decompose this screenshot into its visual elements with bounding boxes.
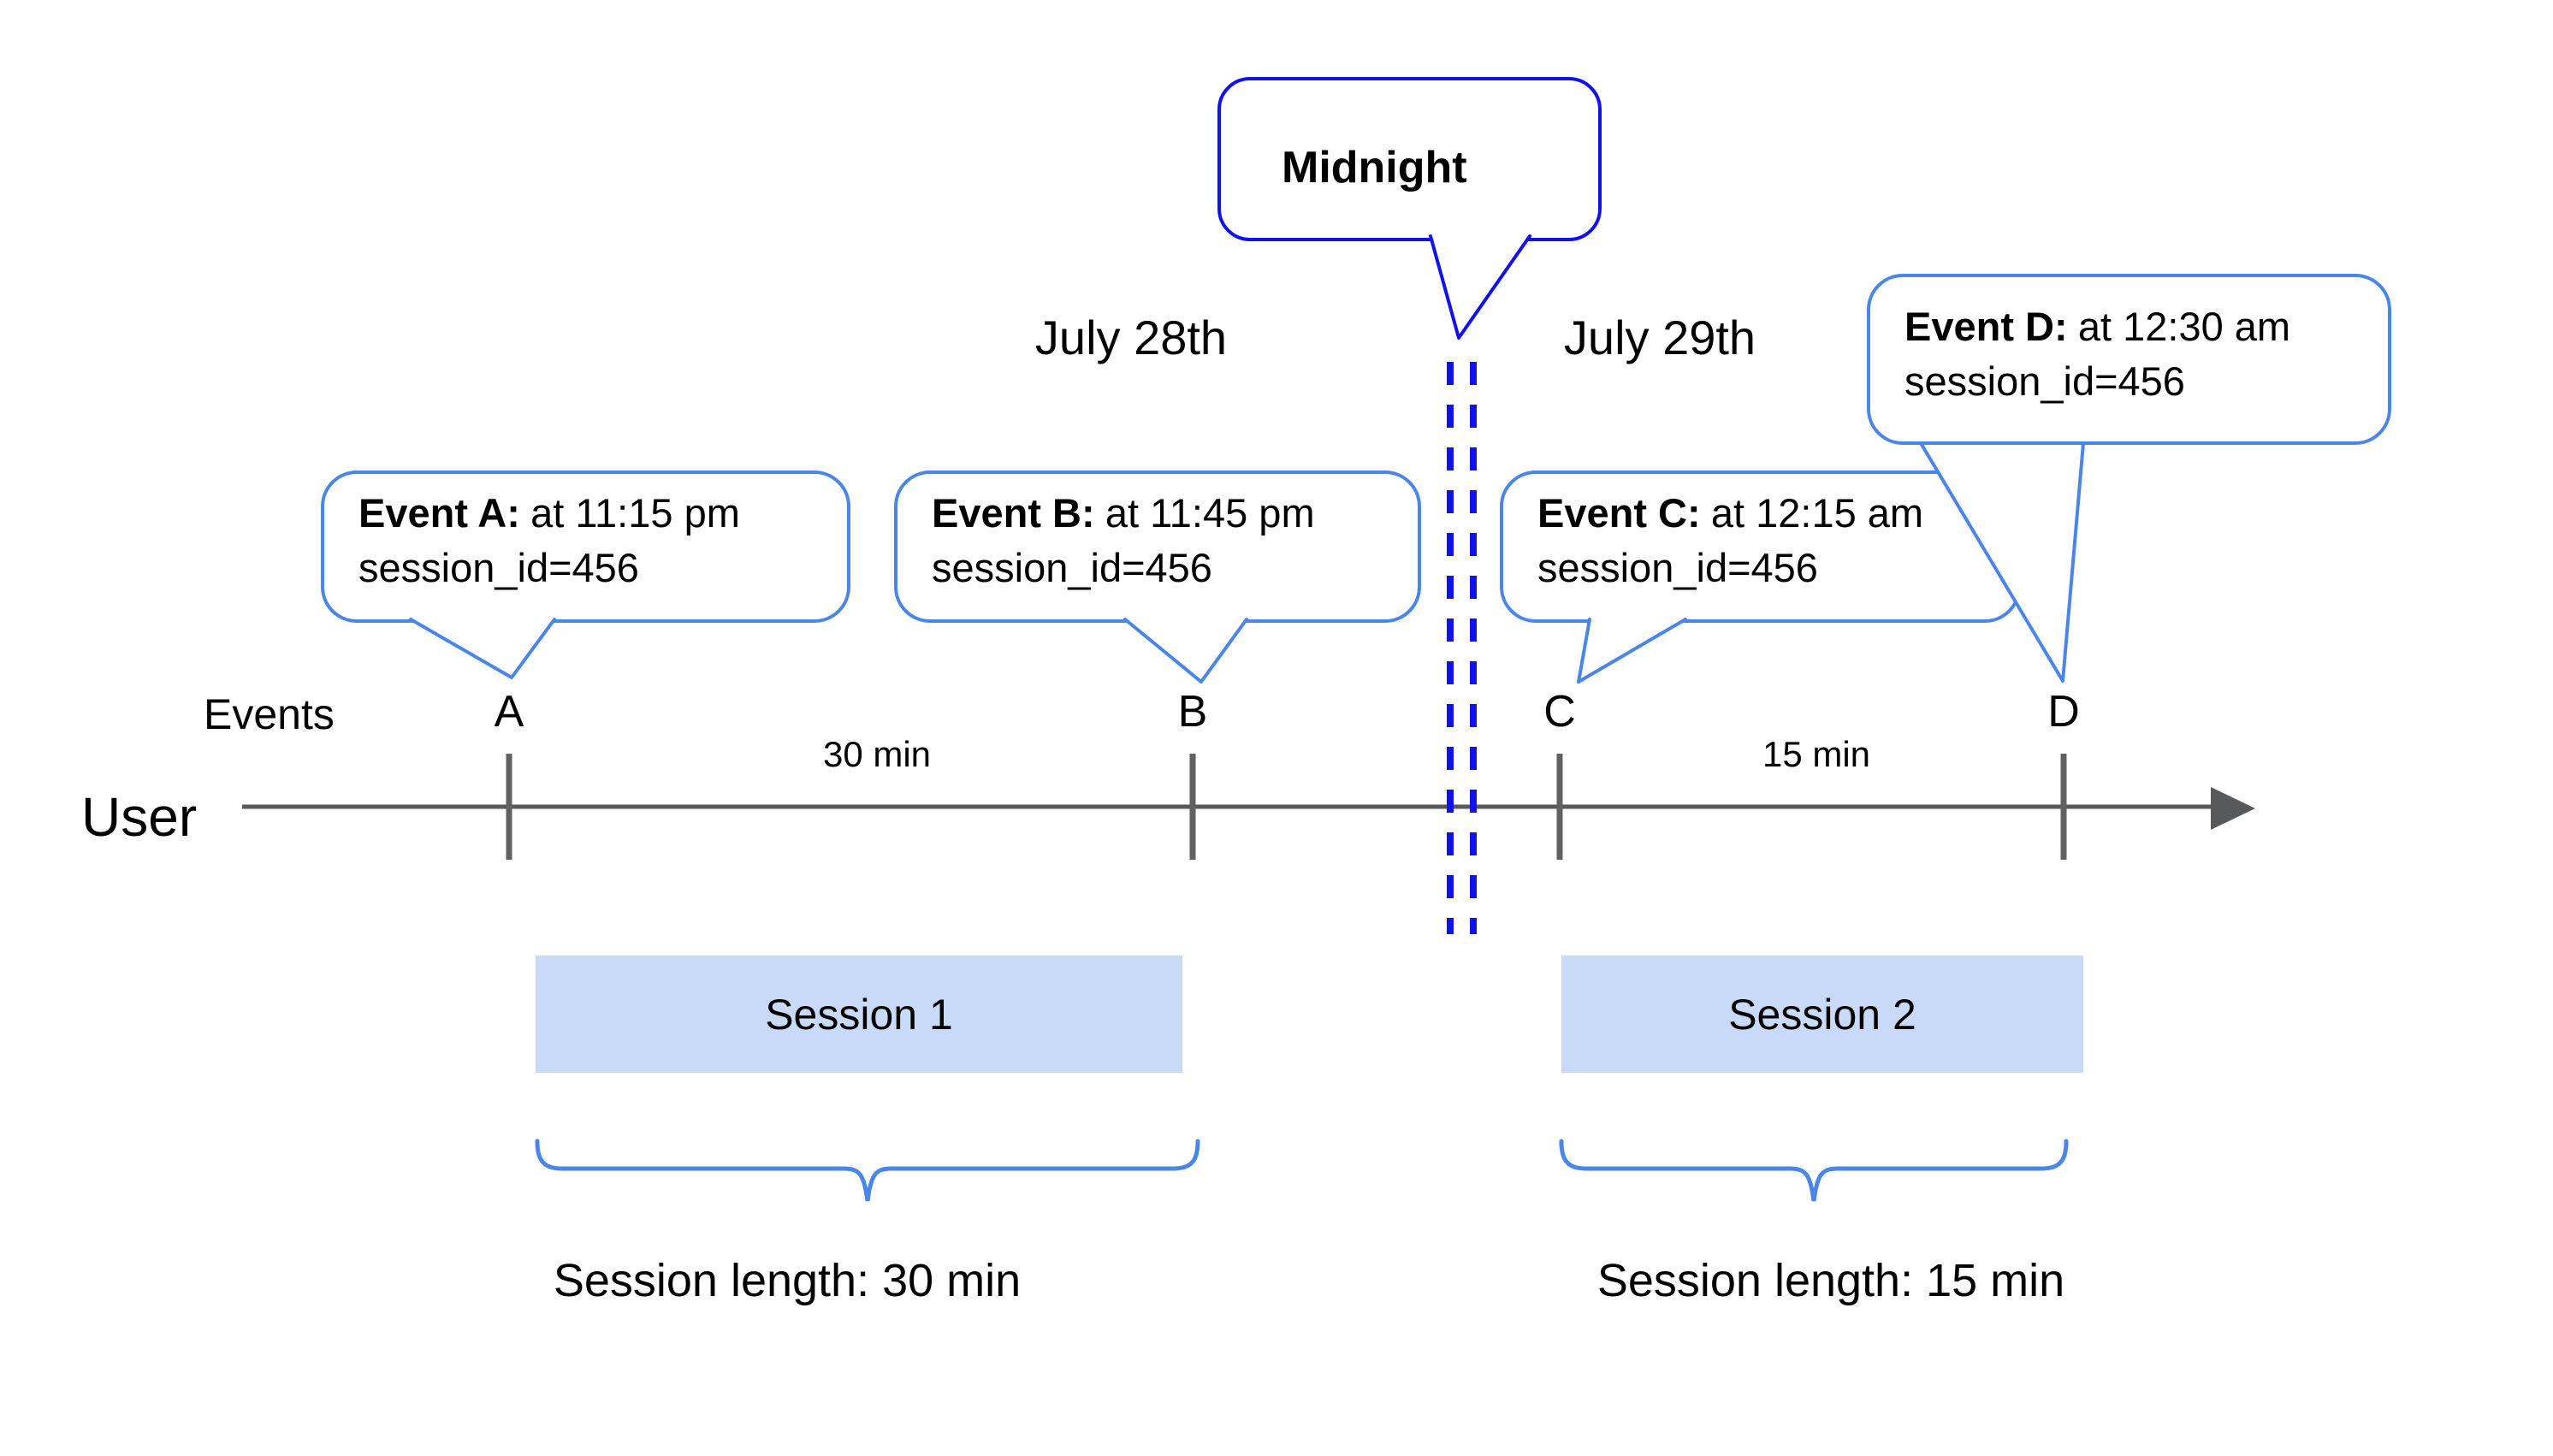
session-2-label: Session 2 <box>1728 990 1916 1039</box>
event-a-line2: session_id=456 <box>358 545 639 590</box>
midnight-bubble-tail <box>1429 234 1531 340</box>
session-2-box: Session 2 <box>1561 956 2083 1073</box>
event-d-line1: Event D:at 12:30 am <box>1904 304 2291 349</box>
timeline-arrowhead-icon <box>2211 787 2255 830</box>
event-d-bubble-text: Event D:at 12:30 am session_id=456 <box>1904 299 2290 409</box>
date-july-28: July 28th <box>1034 311 1228 364</box>
session-1-box: Session 1 <box>536 956 1182 1073</box>
session-2-brace <box>1559 1139 2069 1202</box>
event-a-bubble-text: Event A:at 11:15 pm session_id=456 <box>358 486 740 595</box>
event-c-bubble-text: Event C:at 12:15 am session_id=456 <box>1537 486 1923 595</box>
midnight-label: Midnight <box>1282 143 1467 192</box>
interval-15min-label: 15 min <box>1762 734 1871 774</box>
event-a-line1: Event A:at 11:15 pm <box>358 490 740 536</box>
event-b-bubble-tail <box>1123 618 1248 684</box>
midnight-bubble <box>1217 77 1602 241</box>
session-1-length-label: Session length: 30 min <box>553 1255 1022 1306</box>
event-point-b: B <box>1177 687 1208 737</box>
event-point-d: D <box>2047 687 2080 737</box>
tick-c <box>1556 754 1563 860</box>
event-d-bubble-tail <box>1919 441 2085 683</box>
tick-a <box>506 754 512 860</box>
session-1-brace <box>535 1139 1200 1202</box>
session-1-label: Session 1 <box>765 990 953 1039</box>
event-b-bubble-text: Event B:at 11:45 pm session_id=456 <box>932 486 1315 595</box>
session-2-length-label: Session length: 15 min <box>1596 1255 2065 1306</box>
event-b-line2: session_id=456 <box>932 545 1212 590</box>
event-c-bubble-tail <box>1577 618 1687 684</box>
user-axis-label: User <box>81 786 198 848</box>
event-point-a: A <box>494 687 524 737</box>
event-b-line1: Event B:at 11:45 pm <box>932 490 1315 536</box>
event-a-bubble-tail <box>409 618 556 679</box>
event-d-bubble <box>1867 274 2391 445</box>
event-point-c: C <box>1543 687 1576 737</box>
date-july-29: July 29th <box>1563 311 1756 364</box>
event-c-line1: Event C:at 12:15 am <box>1537 490 1924 536</box>
interval-30min-label: 30 min <box>822 734 932 774</box>
event-d-line2: session_id=456 <box>1904 358 2185 404</box>
events-axis-label: Events <box>204 690 335 738</box>
tick-b <box>1189 754 1196 860</box>
event-c-line2: session_id=456 <box>1537 545 1818 590</box>
event-a-bubble <box>321 471 850 623</box>
tick-d <box>2060 754 2067 860</box>
